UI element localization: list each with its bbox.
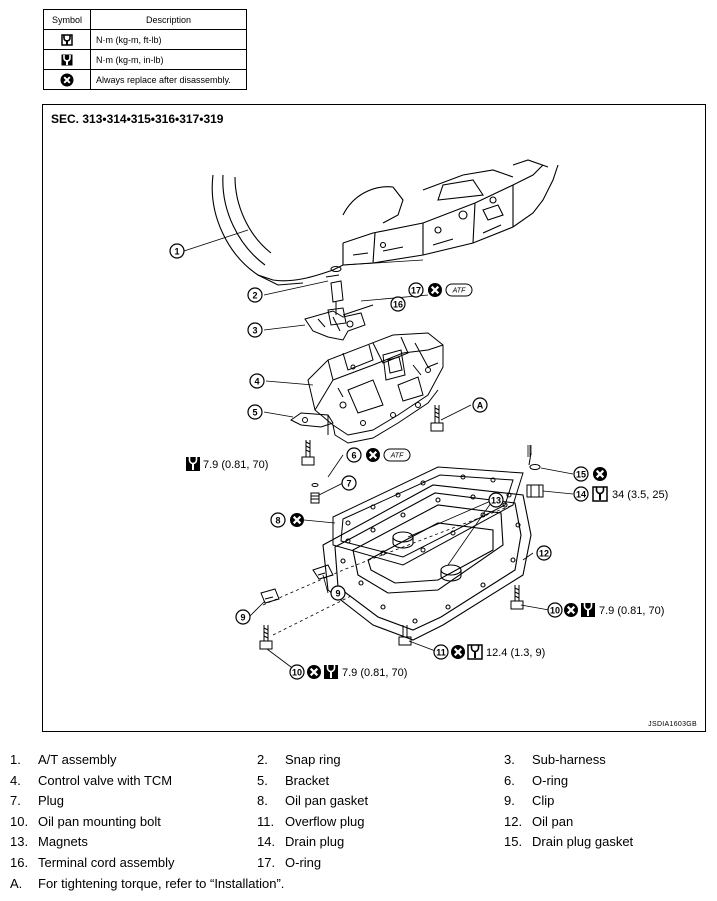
svg-text:ATF: ATF (452, 288, 466, 295)
svg-text:12: 12 (539, 549, 549, 559)
callout-3: 3 (247, 322, 263, 338)
always-replace-icon (305, 663, 323, 681)
svg-text:2: 2 (252, 291, 257, 301)
svg-text:1: 1 (174, 247, 179, 257)
svg-text:16: 16 (393, 300, 403, 310)
svg-text:A: A (477, 401, 484, 411)
svg-text:ATF: ATF (390, 453, 404, 460)
section-title: SEC. 313•314•315•316•317•319 (51, 112, 224, 126)
oil-pan-bolts-drawing (259, 585, 524, 650)
o-ring-plug-drawing (310, 483, 320, 504)
callout-12: 12 (536, 545, 552, 561)
at-assembly-drawing (211, 159, 559, 286)
torque-control-valve-bolt: 7.9 (0.81, 70) (203, 459, 268, 471)
drain-plug-drawing (526, 452, 544, 498)
always-replace-icon (449, 643, 467, 661)
legend-header-description: Description (90, 9, 247, 30)
callout-11: 11 (433, 644, 449, 660)
callout-7: 7 (341, 475, 357, 491)
svg-text:13: 13 (491, 496, 501, 506)
svg-text:4: 4 (254, 377, 259, 387)
torque-wrench-in-lb-icon (61, 54, 73, 65)
always-replace-icon (562, 601, 580, 619)
always-replace-icon (60, 73, 74, 86)
callout-5: 5 (247, 404, 263, 420)
svg-text:10: 10 (292, 668, 302, 678)
leader-lines (183, 229, 574, 671)
torque-wrench-in-lb-icon (580, 602, 596, 618)
terminal-cord-drawing (325, 266, 374, 326)
torque-wrench-ft-lb-icon (592, 486, 608, 502)
torque-wrench-in-lb-icon (185, 456, 201, 472)
oil-pan-drawing (322, 484, 532, 641)
always-replace-icon (288, 511, 306, 529)
callout-4: 4 (249, 373, 265, 389)
legend-header-symbol: Symbol (43, 9, 91, 30)
callout-6: 6 (346, 447, 362, 463)
exploded-drawing: 1 2 3 4 5 16 A 7 13 12 9 9 17 ATF 6 ATF … (169, 159, 668, 681)
symbol-legend-table: Symbol Description N·m (kg-m, ft-lb) N·m… (43, 9, 247, 90)
callout-a: A (472, 397, 488, 413)
svg-text:15: 15 (576, 470, 586, 480)
sub-harness-drawing (304, 310, 366, 341)
callout-10-bottom: 10 (289, 664, 305, 680)
torque-wrench-ft-lb-icon (467, 644, 483, 660)
callout-10-right: 10 (547, 602, 563, 618)
callout-15: 15 (573, 466, 589, 482)
torque-overflow-plug: 12.4 (1.3, 9) (486, 647, 545, 659)
callout-9-left: 9 (235, 609, 251, 625)
svg-text:6: 6 (351, 451, 356, 461)
svg-text:7: 7 (346, 479, 351, 489)
legend-row-1-description: N·m (kg-m, ft-lb) (90, 29, 247, 50)
svg-text:9: 9 (240, 613, 245, 623)
svg-text:11: 11 (436, 648, 446, 658)
torque-pan-bolt-right: 7.9 (0.81, 70) (599, 605, 664, 617)
torque-wrench-in-lb-icon (323, 664, 339, 680)
atf-badge: ATF (383, 448, 411, 462)
figure-id: JSDIA1603GB (648, 721, 697, 728)
callout-1: 1 (169, 243, 185, 259)
svg-text:17: 17 (411, 286, 421, 296)
svg-text:5: 5 (252, 408, 257, 418)
control-valve-bolts-drawing (301, 405, 444, 466)
svg-text:8: 8 (275, 516, 280, 526)
clip-drawing (260, 564, 334, 604)
svg-text:10: 10 (550, 606, 560, 616)
torque-pan-bolt-bottom: 7.9 (0.81, 70) (342, 667, 407, 679)
always-replace-icon (591, 465, 609, 483)
torque-wrench-ft-lb-icon (61, 33, 73, 46)
always-replace-icon (426, 281, 444, 299)
torque-drain-plug: 34 (3.5, 25) (612, 489, 668, 501)
atf-badge: ATF (445, 283, 473, 297)
callout-8: 8 (270, 512, 286, 528)
svg-text:14: 14 (576, 490, 586, 500)
callout-16: 16 (390, 296, 406, 312)
legend-row-2-description: N·m (kg-m, in-lb) (90, 49, 247, 70)
always-replace-icon (364, 446, 382, 464)
callout-2: 2 (247, 287, 263, 303)
callout-9-right: 9 (330, 585, 346, 601)
legend-row-3-description: Always replace after disassembly. (90, 69, 247, 90)
bracket-drawing (290, 412, 334, 435)
callout-13: 13 (488, 492, 504, 508)
callout-14: 14 (573, 486, 589, 502)
svg-text:9: 9 (335, 589, 340, 599)
svg-text:3: 3 (252, 326, 257, 336)
callout-17: 17 (408, 282, 424, 298)
oil-pan-gasket-drawing (332, 466, 524, 566)
exploded-view-figure: SEC. 313•314•315•316•317•319 JSDIA1603GB (42, 104, 706, 732)
control-valve-drawing (307, 332, 444, 444)
